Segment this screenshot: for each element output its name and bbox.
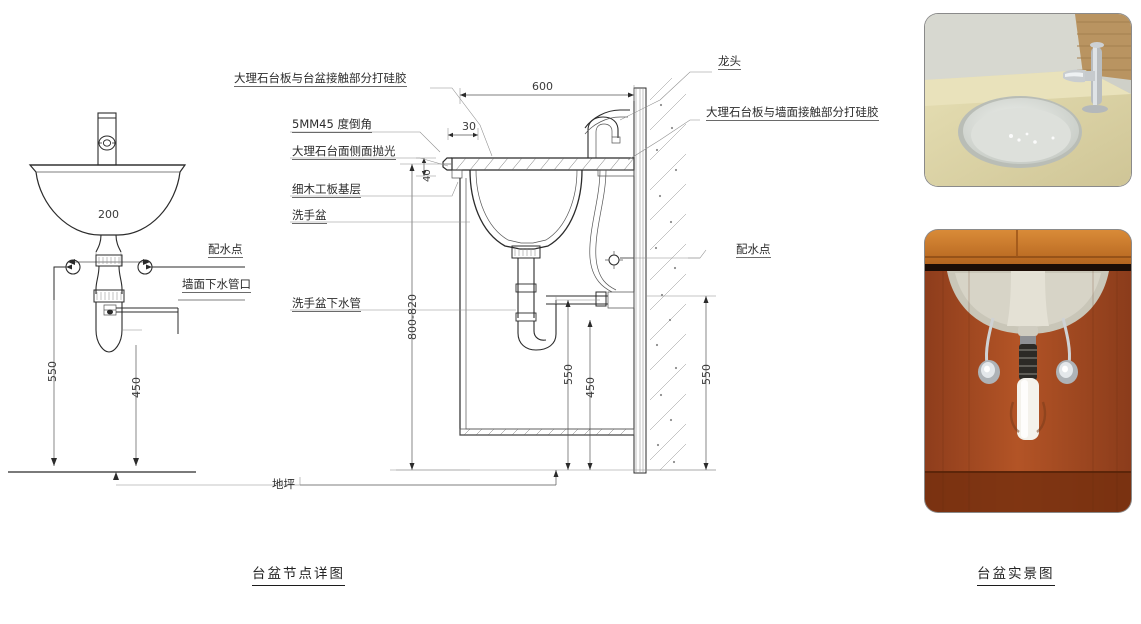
photo-title: 台盆实景图 — [977, 562, 1055, 586]
dim-elev-450: 450 — [130, 377, 143, 398]
callout-polish: 大理石台面侧面抛光 — [292, 144, 396, 160]
callout-silicone-basin: 大理石台板与台盆接触部分打硅胶 — [234, 71, 407, 87]
callout-silicone-wall: 大理石台板与墙面接触部分打硅胶 — [706, 105, 879, 121]
faucet-section — [582, 109, 630, 159]
dim-40: 40 — [422, 169, 433, 182]
callout-drain-pipe: 洗手盆下水管 — [292, 296, 361, 312]
photo-basin-top — [925, 14, 1131, 186]
callout-chamfer: 5MM45 度倒角 — [292, 117, 372, 133]
label-water-point-right: 配水点 — [736, 242, 771, 258]
drawing-title: 台盆节点详图 — [252, 562, 345, 586]
faucet-photo — [1063, 42, 1108, 113]
dim-800-820: 800-820 — [406, 294, 419, 340]
section-view — [290, 71, 716, 486]
dim-200: 200 — [98, 208, 119, 221]
dim-sec-550-inner: 550 — [562, 364, 575, 385]
callout-faucet: 龙头 — [718, 54, 741, 70]
cad-linework — [8, 71, 716, 486]
dim-sec-450: 450 — [584, 377, 597, 398]
dim-600: 600 — [532, 80, 553, 93]
label-water-point-left: 配水点 — [208, 242, 243, 258]
label-floor-level: 地坪 — [272, 477, 295, 491]
callout-plywood: 细木工板基层 — [292, 182, 361, 198]
dim-30: 30 — [462, 120, 476, 133]
dim-sec-550-outer: 550 — [700, 364, 713, 385]
callout-basin: 洗手盆 — [292, 208, 327, 224]
photo-basin-bottom — [925, 230, 1131, 512]
label-wall-drain: 墙面下水管口 — [182, 277, 251, 293]
elevation-view — [8, 112, 300, 486]
dim-elev-550: 550 — [46, 361, 59, 382]
